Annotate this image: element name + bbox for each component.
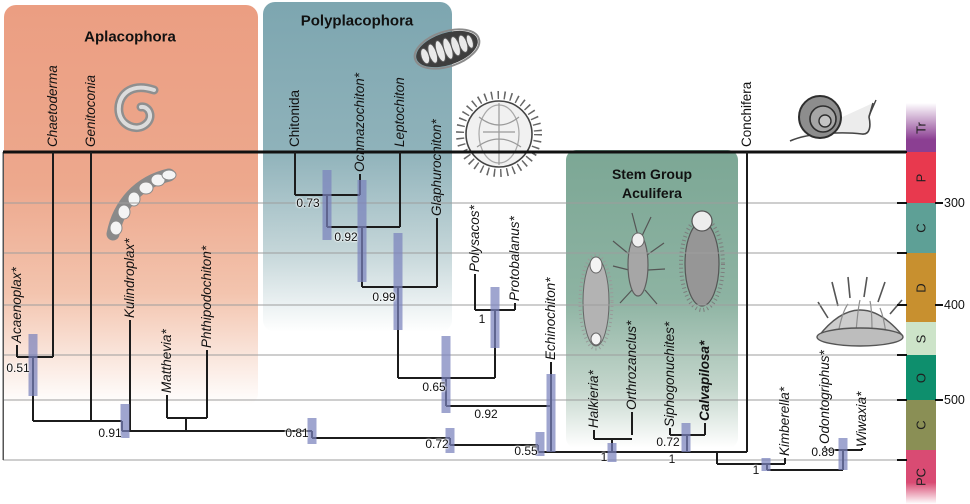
support-value: 0.99 <box>372 290 396 304</box>
timescale-period-pc <box>906 450 936 504</box>
timescale-age-tick <box>935 202 943 204</box>
timescale-tick <box>897 304 907 306</box>
support-value: 0.73 <box>296 196 320 210</box>
node-age-bar <box>307 418 317 444</box>
node-age-bar <box>535 432 545 456</box>
tip-label: Polysacos* <box>467 205 482 272</box>
polyplacophora-title: Polyplacophora <box>300 12 414 30</box>
tip-label: Ochmazochiton* <box>352 72 367 172</box>
tip-label: Chitonida <box>287 89 302 147</box>
node-age-bar <box>490 287 500 348</box>
support-value: 0.91 <box>98 426 122 440</box>
timescale-period-label: P <box>913 173 929 182</box>
chiton-icon <box>413 28 481 70</box>
calvapilosa-icon <box>679 210 725 312</box>
tip-label: Conchifera <box>739 81 754 147</box>
tip-label: Glaphurochiton* <box>429 119 444 216</box>
timescale-period-o <box>906 355 936 400</box>
tip-label: Echinochiton* <box>543 277 558 360</box>
node-age-bar <box>681 423 691 452</box>
node-age-bar <box>357 180 367 282</box>
tip-label: Chaetoderma <box>45 65 60 147</box>
tip-label: Kulindroplax* <box>122 238 137 318</box>
timescale-period-label: S <box>913 334 929 343</box>
timescale-period-label: C <box>913 420 929 430</box>
timescale-tick <box>897 202 907 204</box>
timescale-age-label: 300 <box>944 196 965 210</box>
node-age-bar <box>838 438 848 470</box>
tip-label: Phthipodochiton* <box>199 245 214 348</box>
timescale-tick <box>897 354 907 356</box>
node-age-bar <box>393 233 403 330</box>
timescale-period-c <box>906 400 936 450</box>
timescale-period-label: O <box>913 372 929 383</box>
support-value: 1 <box>478 312 486 326</box>
timescale-age-label: 400 <box>944 298 965 312</box>
node-age-bar <box>120 404 130 438</box>
tip-label: Orthrozanclus* <box>624 320 639 410</box>
stem-aculifera-title-line1: Stem Group <box>611 166 693 182</box>
support-value: 1 <box>668 452 676 466</box>
tip-label: Wiwaxia* <box>854 391 869 447</box>
tip-label: Leptochiton <box>392 77 407 147</box>
timescale-age-tick <box>935 304 943 306</box>
timescale-tick <box>897 151 907 153</box>
support-value: 0.72 <box>425 437 449 451</box>
timescale-age-label: 500 <box>944 393 965 407</box>
support-value: 0.72 <box>656 435 680 449</box>
tip-label: Matthevia* <box>159 329 174 393</box>
aplacophora-title: Aplacophora <box>84 28 176 46</box>
timescale-age-tick <box>935 399 943 401</box>
support-value: 1 <box>600 450 608 464</box>
timescale-period-p <box>906 152 936 203</box>
support-value: 0.92 <box>334 230 358 244</box>
tip-label: Acaenoplax* <box>9 267 24 343</box>
support-value: 0.65 <box>422 380 446 394</box>
support-value: 0.81 <box>285 426 309 440</box>
timescale-period-c <box>906 203 936 253</box>
node-age-bar <box>322 170 332 240</box>
timescale-period-label: PC <box>913 467 929 487</box>
support-value: 0.51 <box>6 361 30 375</box>
support-value: 0.92 <box>474 407 498 421</box>
orthrozanclus-icon <box>612 212 666 305</box>
timescale-period-s <box>906 322 936 355</box>
timescale-tick <box>897 252 907 254</box>
snail-icon <box>789 95 877 142</box>
tip-label: Genitoconia <box>83 74 98 147</box>
tip-label: Kimberella* <box>777 386 792 456</box>
support-value: 1 <box>752 463 760 477</box>
timescale-tick <box>897 459 907 461</box>
node-age-bar <box>445 428 455 453</box>
node-age-bar <box>546 374 556 452</box>
stem-aculifera-title-line2: Aculifera <box>622 185 682 201</box>
node-age-bar <box>441 336 451 413</box>
tip-label: Halkieria* <box>586 370 601 428</box>
timescale-period-tr <box>906 103 936 152</box>
timescale-period-label: D <box>913 282 929 293</box>
halkieria-icon <box>578 253 614 351</box>
node-age-bar <box>761 458 771 471</box>
timescale-period-label: C <box>913 223 929 233</box>
node-age-bar <box>28 334 38 396</box>
tip-label: Protobalanus* <box>507 216 522 301</box>
timescale-tick <box>897 399 907 401</box>
tip-label: Calvapilosa* <box>697 340 712 421</box>
tip-label: Odontogriphus* <box>817 350 832 444</box>
tip-label: Siphogonuchites* <box>662 321 677 427</box>
support-value: 0.89 <box>811 445 835 459</box>
wiwaxia-icon <box>816 276 904 347</box>
curled-worm-icon <box>114 83 159 132</box>
node-age-bar <box>607 443 617 462</box>
support-value: 0.55 <box>514 444 538 458</box>
timescale-period-d <box>906 253 936 322</box>
timescale-period-label: Tr <box>913 121 929 134</box>
